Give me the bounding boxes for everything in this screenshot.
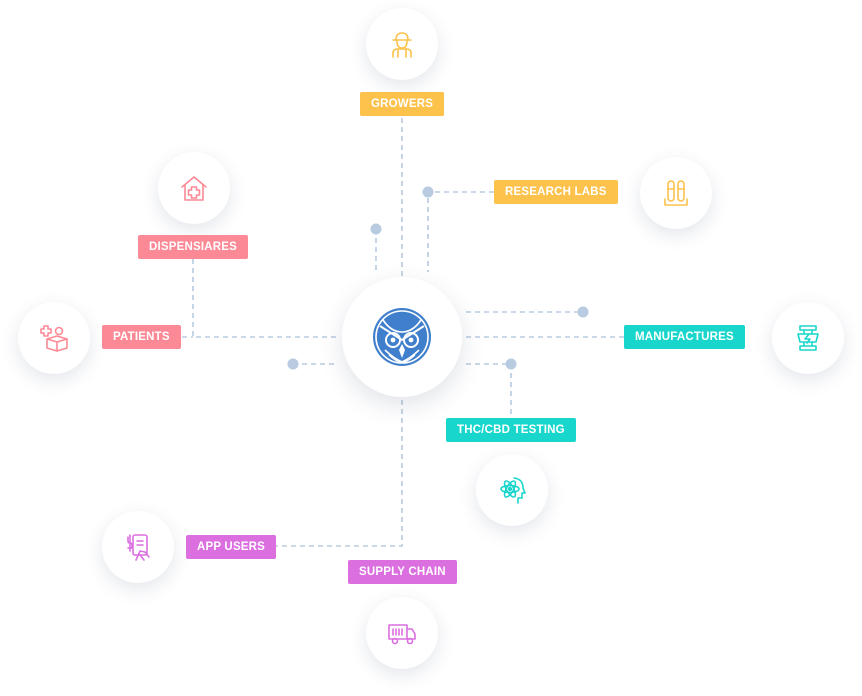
- thc-cbd-testing-node[interactable]: [476, 454, 548, 526]
- supply-chain-node[interactable]: [366, 597, 438, 669]
- thc-cbd-testing-label: THC/CBD TESTING: [446, 418, 576, 442]
- app-users-label: APP USERS: [186, 535, 277, 559]
- connector-dot: [422, 186, 434, 198]
- dispensiares-label: DISPENSIARES: [138, 235, 249, 259]
- manufactures-node[interactable]: [772, 302, 844, 374]
- growers-label: GROWERS: [360, 92, 445, 116]
- mobile-payment-icon: [127, 534, 150, 561]
- delivery-truck-icon: [388, 624, 416, 645]
- connector-dot: [505, 358, 517, 370]
- app-users-node[interactable]: [102, 511, 174, 583]
- hub-logo: [342, 277, 462, 397]
- connector-supply-app: [276, 400, 403, 547]
- connector-dot: [577, 306, 589, 318]
- patients-label: PATIENTS: [102, 325, 181, 349]
- farmer-icon: [392, 32, 412, 58]
- manufactures-label: MANUFACTURES: [624, 325, 745, 349]
- connector-thc-testing: [466, 363, 512, 420]
- test-tubes-icon: [664, 180, 688, 206]
- growers-node[interactable]: [366, 8, 438, 80]
- dispensiares-node[interactable]: [158, 152, 230, 224]
- connector-dot: [287, 358, 299, 370]
- research-labs-label: RESEARCH LABS: [494, 180, 618, 204]
- supply-chain-label: SUPPLY CHAIN: [348, 560, 457, 584]
- atom-head-icon: [500, 477, 526, 504]
- medical-box-icon: [40, 325, 68, 352]
- medical-house-icon: [181, 176, 207, 201]
- machine-icon: [797, 325, 819, 351]
- connector-dot: [370, 223, 382, 235]
- connector-research-labs: [427, 191, 494, 272]
- connector-dispensiares: [192, 259, 336, 338]
- research-labs-node[interactable]: [640, 157, 712, 229]
- patients-node[interactable]: [18, 302, 90, 374]
- owl-logo-icon: [373, 308, 431, 366]
